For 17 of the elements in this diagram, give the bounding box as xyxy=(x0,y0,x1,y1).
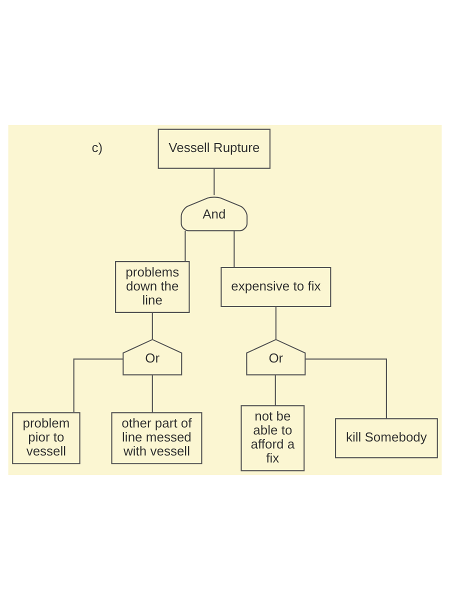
node-box: Vessell Rupture xyxy=(158,128,271,169)
node-box: problem pior to vessell xyxy=(12,412,80,464)
node-box: expensive to fix xyxy=(220,266,332,308)
connector xyxy=(152,312,153,340)
connector xyxy=(214,168,215,196)
connector xyxy=(275,306,276,340)
connector xyxy=(184,230,186,262)
node-box: not be able to afford a fix xyxy=(240,405,305,472)
node-box: problems down the line xyxy=(115,261,190,313)
connector xyxy=(305,358,387,419)
connector xyxy=(152,375,153,413)
node-box: other part of line messed with vessell xyxy=(111,412,202,464)
node-box: kill Somebody xyxy=(334,418,438,458)
connector xyxy=(274,375,276,406)
connector xyxy=(234,230,235,268)
label: c) xyxy=(92,140,103,156)
connector xyxy=(73,358,124,412)
